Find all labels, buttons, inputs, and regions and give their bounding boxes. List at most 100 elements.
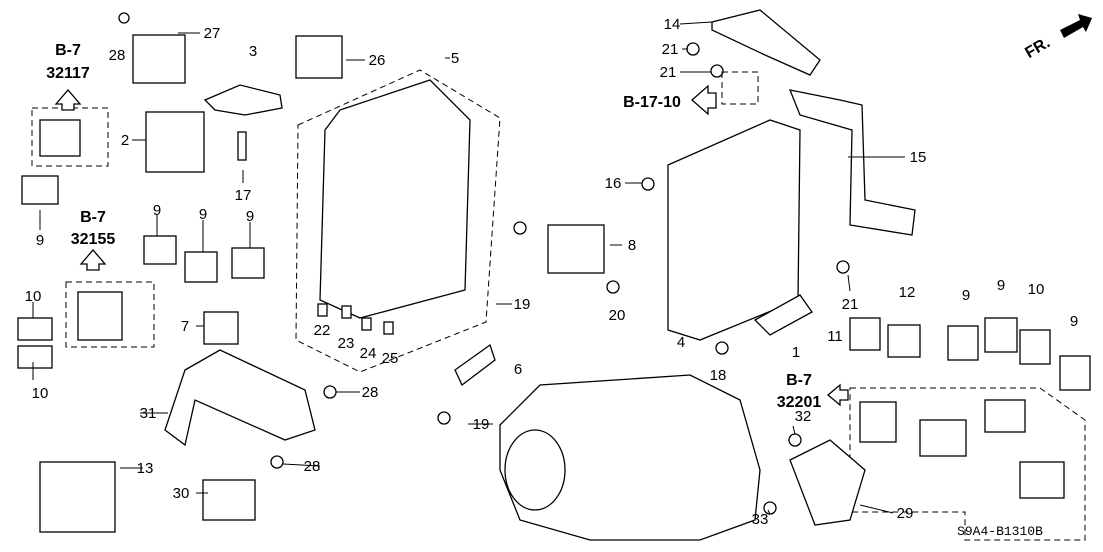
callout: 15 (910, 149, 927, 166)
callout: 21 (660, 64, 677, 81)
callout: 9 (153, 202, 161, 219)
callout: 14 (664, 16, 681, 33)
callout: 24 (360, 345, 377, 362)
part-shapes (17, 9, 1092, 541)
part-5-fuse-box (319, 79, 471, 319)
diagram-code: S9A4-B1310B (957, 524, 1043, 539)
callout: 7 (181, 318, 189, 335)
callout: 8 (628, 237, 636, 254)
callout: 10 (32, 385, 49, 402)
connector-32155 (77, 291, 123, 341)
ref-page[interactable]: B-7 (80, 209, 106, 226)
callout: 22 (314, 322, 331, 339)
part-26-relay (295, 35, 343, 79)
callout: 21 (842, 296, 859, 313)
callout: 10 (1028, 281, 1045, 298)
callout: 13 (137, 460, 154, 477)
relay-10 (17, 345, 53, 369)
callout: 31 (140, 405, 157, 422)
callout: 12 (899, 284, 916, 301)
vehicle-outline (499, 374, 761, 541)
connector (1019, 461, 1065, 499)
part-8-unit (547, 224, 605, 274)
arrow-left-icon (691, 84, 717, 116)
callout: 9 (997, 277, 1005, 294)
callout: 6 (514, 361, 522, 378)
connector-box-32117 (31, 107, 109, 167)
callout: 1 (792, 344, 800, 361)
leader-lines (32, 21, 905, 515)
part-13-unit (39, 461, 116, 533)
callout: 9 (962, 287, 970, 304)
bolt-19 (437, 411, 451, 425)
relay-9 (231, 247, 265, 279)
relay-9 (184, 251, 218, 283)
relay-12 (887, 324, 921, 358)
bolt-28 (270, 455, 284, 469)
callout: 29 (897, 505, 914, 522)
callout: 19 (514, 296, 531, 313)
ref-code[interactable]: 32155 (71, 231, 116, 248)
ref-b17-10[interactable]: B-17-10 (623, 94, 681, 111)
ref-code[interactable]: 32201 (777, 394, 822, 411)
callout: 21 (662, 41, 679, 58)
part-14-bracket (711, 9, 821, 76)
callout: 9 (246, 208, 254, 225)
nut-16 (641, 177, 655, 191)
fuse-23 (341, 305, 352, 319)
callout: 9 (36, 232, 44, 249)
ref-page[interactable]: B-7 (786, 372, 812, 389)
part-1-bracket (753, 294, 813, 336)
callout: 28 (362, 384, 379, 401)
connector-box-32155 (65, 281, 155, 348)
bolt-21 (836, 260, 850, 274)
part-29-unit (789, 439, 866, 526)
bolt-18 (715, 341, 729, 355)
front-direction-label: FR. (1022, 34, 1053, 62)
callout: 4 (677, 334, 685, 351)
callout: 16 (605, 175, 622, 192)
relay-10 (17, 317, 53, 341)
callout: 9 (1070, 313, 1078, 330)
ref-code[interactable]: 32117 (46, 65, 90, 82)
part-27-unit (132, 34, 186, 84)
grommet-box (721, 71, 759, 105)
callout: 23 (338, 335, 355, 352)
callout: 20 (609, 307, 626, 324)
callout: 2 (121, 132, 129, 149)
bolt-20 (606, 280, 620, 294)
bolt-21 (710, 64, 724, 78)
callouts: 28 27 3 26 5 2 17 9 9 9 9 10 10 7 22 23 … (25, 16, 1079, 528)
relay-9 (21, 175, 59, 205)
callout: 25 (382, 350, 399, 367)
bolt-19 (513, 221, 527, 235)
callout: 28 (109, 47, 126, 64)
callout: 19 (473, 416, 490, 433)
callout: 30 (173, 485, 190, 502)
arrow-up-icon (54, 89, 82, 111)
fuse-box-outline (295, 69, 501, 373)
callout: 10 (25, 288, 42, 305)
front-arrow-icon (1060, 14, 1092, 38)
relay-10 (1019, 329, 1051, 365)
connector-32117 (39, 119, 81, 157)
callout: 32 (795, 408, 812, 425)
connector (919, 419, 967, 457)
part-2-unit (145, 111, 205, 173)
relay-11 (849, 317, 881, 351)
part-28-bolt (118, 12, 130, 24)
callout: 5 (451, 50, 459, 67)
relay-9 (1059, 355, 1091, 391)
bolt-28 (323, 385, 337, 399)
connector (984, 399, 1026, 433)
part-6 (454, 343, 496, 387)
callout: 11 (827, 328, 843, 345)
callout: 27 (204, 25, 221, 42)
callout: 3 (249, 43, 257, 60)
relay-9 (143, 235, 177, 265)
ref-page[interactable]: B-7 (55, 42, 81, 59)
relay-9 (984, 317, 1018, 353)
fuse-22 (317, 303, 328, 317)
relay-7 (203, 311, 239, 345)
